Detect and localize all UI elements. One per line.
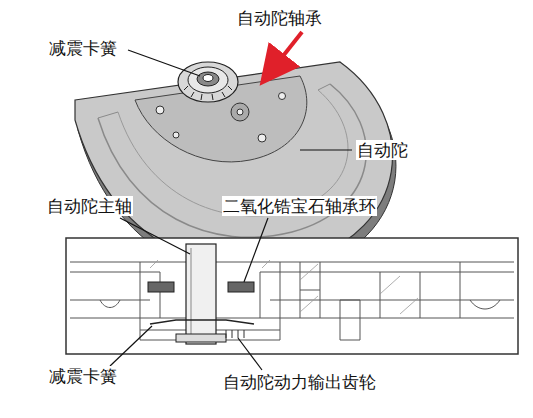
part-label: 自动陀动力输出齿轮 bbox=[222, 372, 377, 392]
part-label: 自动陀 bbox=[356, 140, 409, 160]
part-label: 二氧化锆宝石轴承环 bbox=[222, 196, 377, 216]
part-label: 减震卡簧 bbox=[48, 366, 118, 386]
part-label: 自动陀轴承 bbox=[236, 8, 323, 28]
part-label: 减震卡簧 bbox=[48, 38, 118, 58]
part-label: 自动陀主轴 bbox=[46, 196, 133, 216]
